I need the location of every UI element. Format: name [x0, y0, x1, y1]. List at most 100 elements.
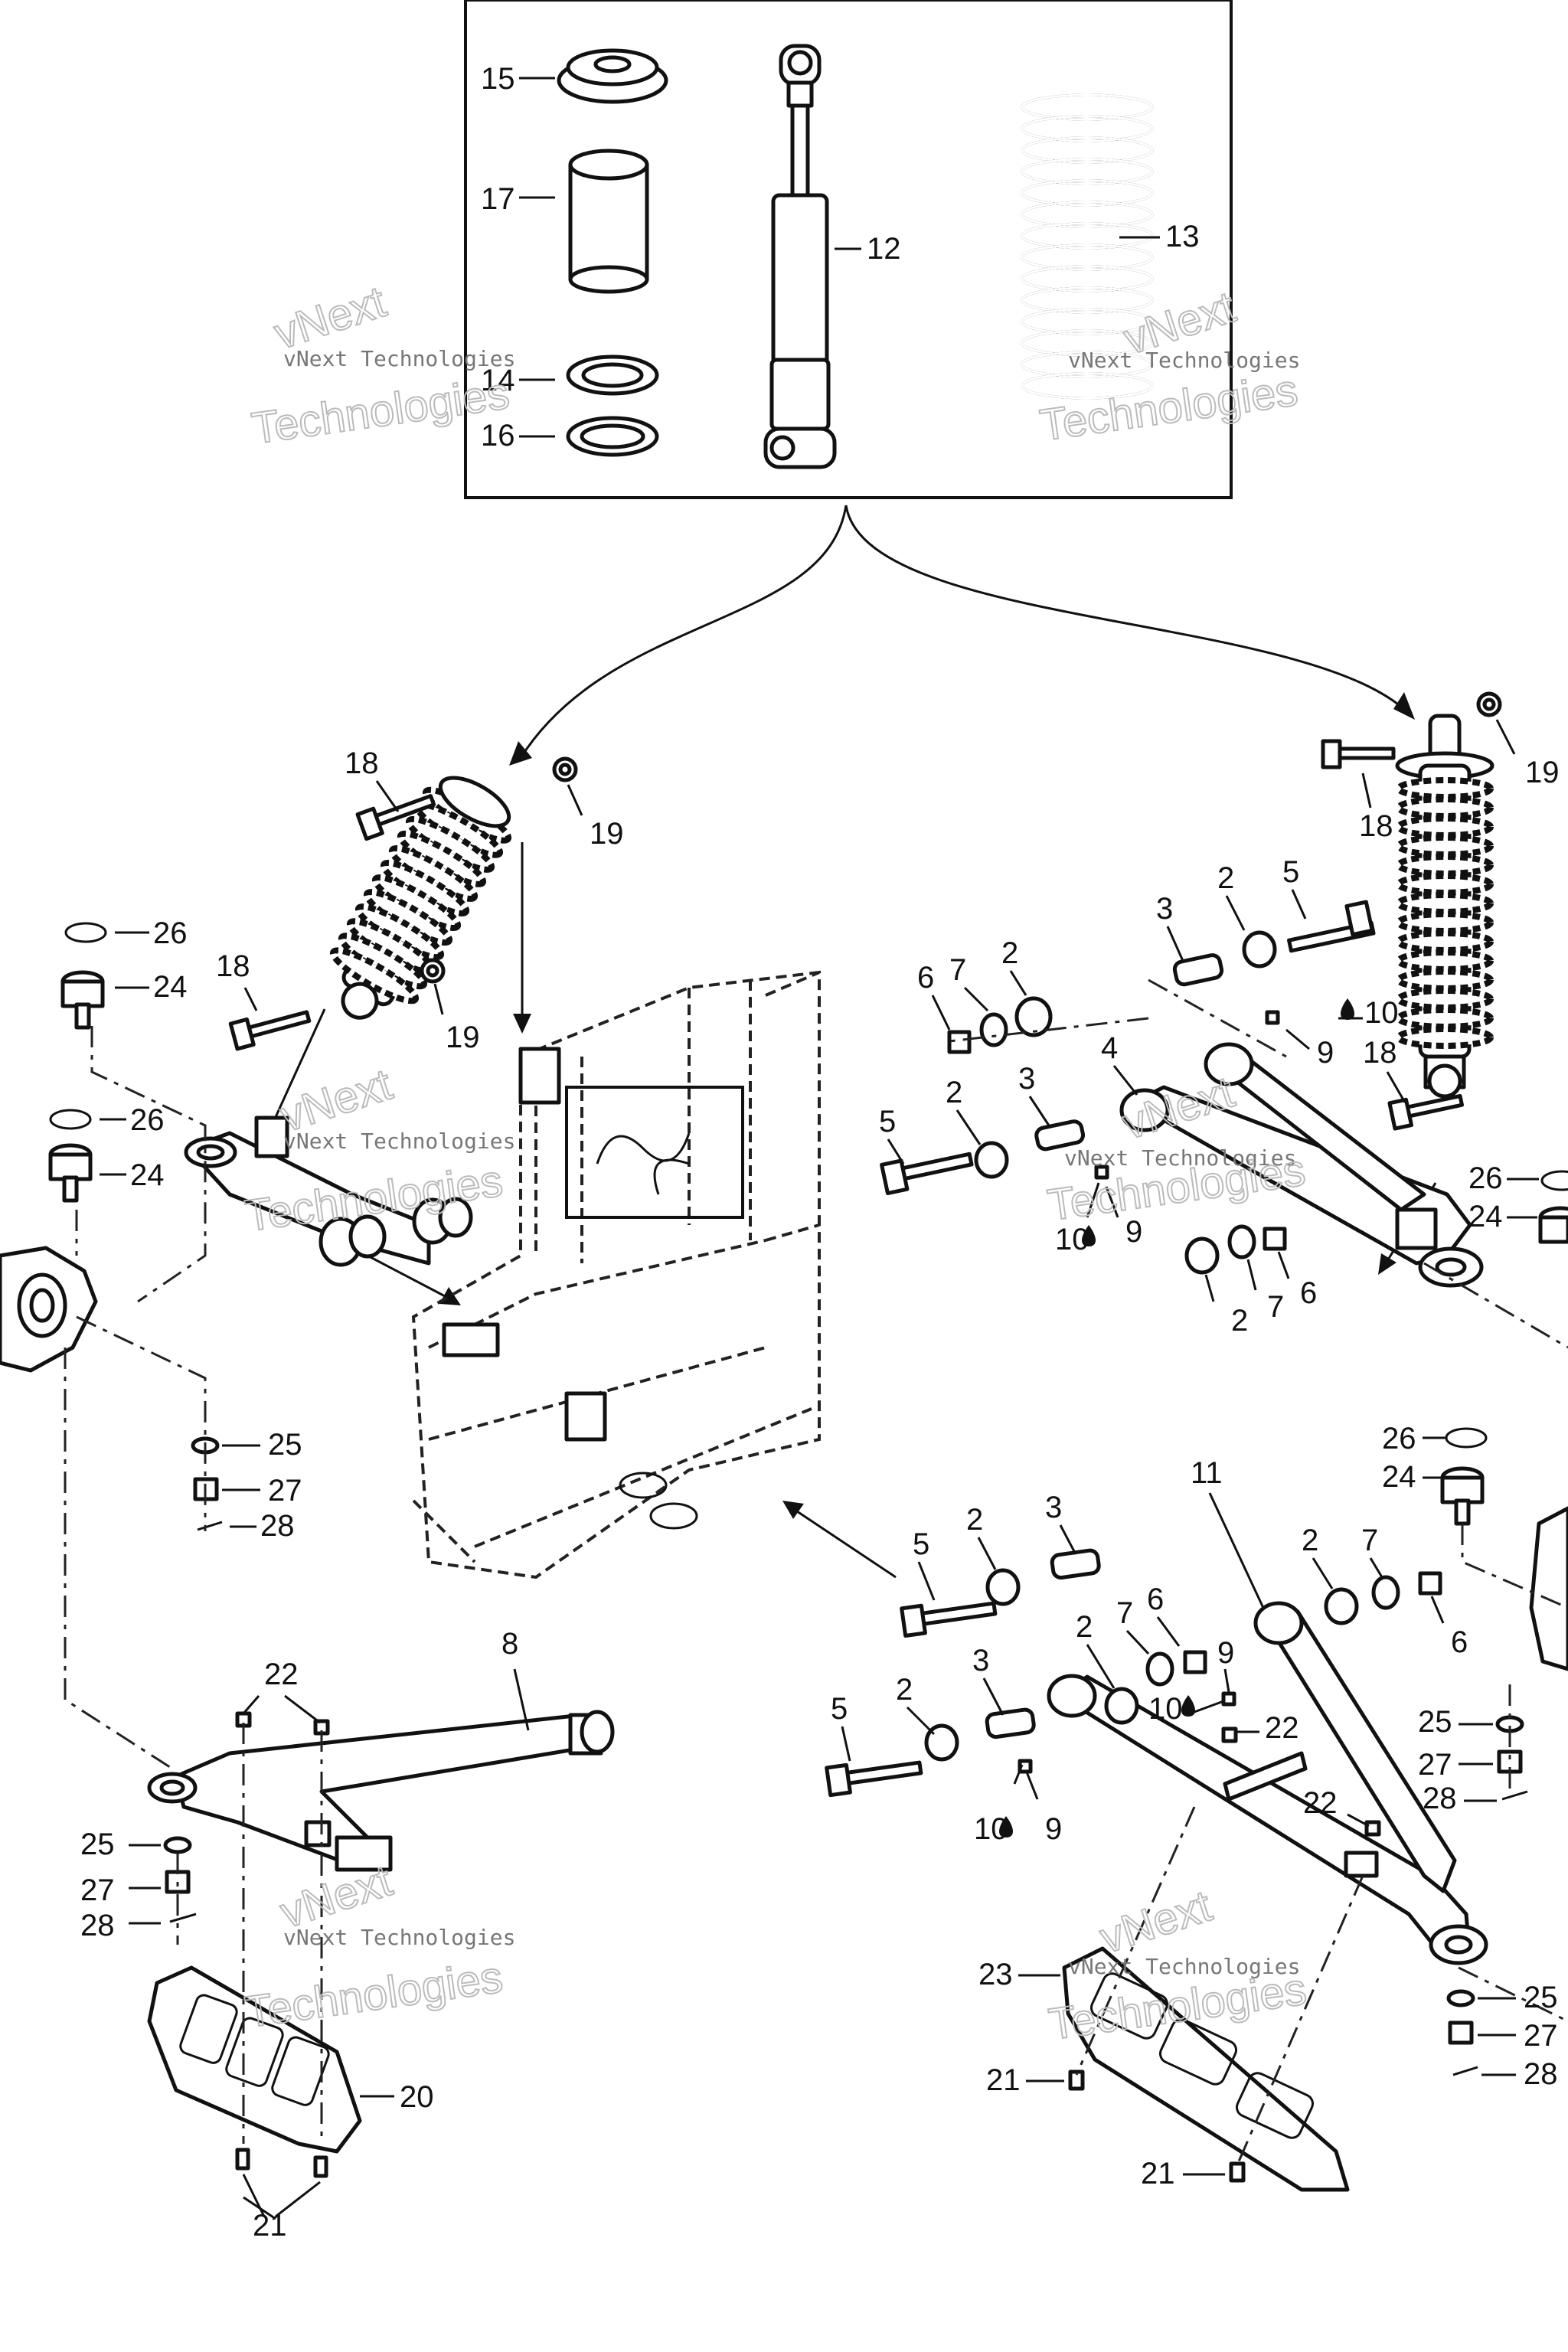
assembly-centerlines [64, 978, 1568, 2167]
shock-components-inset: 15 17 14 16 12 13 vNext Technologies vNe… [283, 0, 1300, 499]
callout-3: 3 [1045, 1491, 1062, 1524]
watermark: vNext Technologies vNext Technologies vN… [241, 276, 1310, 2050]
bolt-part [228, 1010, 312, 1051]
screw-part [235, 2148, 328, 2178]
callout-6: 6 [1300, 1276, 1317, 1310]
callout-4: 4 [1101, 1031, 1118, 1065]
callout-10: 10 [1148, 1692, 1183, 1726]
oil-drop-icon [999, 1816, 1013, 1838]
watermark: vNext Technologies vNext Technologies [283, 346, 1300, 373]
cotter-pin-part [197, 1521, 223, 1531]
callout-22: 22 [1303, 1786, 1338, 1820]
oil-drop-icon [1181, 1695, 1195, 1717]
callout-3: 3 [1018, 1062, 1035, 1096]
callout-28: 28 [1524, 2057, 1558, 2091]
callout-25: 25 [1418, 1705, 1452, 1739]
nut-part [1476, 691, 1502, 717]
svg-text:vNext Technologies: vNext Technologies [283, 1129, 515, 1154]
svg-text:vNext Technologies: vNext Technologies [283, 1925, 515, 1950]
callout-7: 7 [949, 953, 966, 987]
callout-27: 27 [268, 1474, 302, 1508]
svg-text:vNext Technologies: vNext Technologies [1068, 348, 1300, 373]
screw-part [1068, 2069, 1246, 2183]
callout-2: 2 [966, 1503, 983, 1537]
callout-24: 24 [1382, 1460, 1416, 1494]
washer-part [163, 1836, 192, 1854]
circlip-part [49, 922, 107, 1130]
callout-23: 23 [978, 1958, 1013, 1991]
callout-9: 9 [1217, 1636, 1234, 1670]
svg-text:vNext Technologies: vNext Technologies [1068, 1954, 1300, 1979]
callout-20: 20 [400, 2080, 434, 2114]
callout-2: 2 [946, 1076, 962, 1109]
callout-21: 21 [1141, 2157, 1175, 2190]
callout-12: 12 [867, 232, 901, 266]
ball-joint-part [48, 970, 105, 1203]
callout-2: 2 [1217, 861, 1234, 895]
callout-26: 26 [153, 916, 188, 950]
hex-bolt-part [235, 1711, 330, 1736]
nut-part [420, 958, 446, 984]
callout-18: 18 [216, 949, 250, 983]
sleeve-part [568, 149, 649, 294]
ball-joint-part [1440, 1466, 1485, 1526]
circlip-part [1540, 1170, 1568, 1191]
callout-24: 24 [153, 970, 188, 1004]
cotter-pin-part [1452, 1790, 1528, 2076]
right-upper-a-arm [1119, 1042, 1484, 1288]
svg-text:Technologies: Technologies [1037, 365, 1301, 450]
callout-2: 2 [1231, 1304, 1248, 1338]
washer-part [1446, 1715, 1524, 2007]
left-skid-plate [147, 1965, 362, 2154]
callout-28: 28 [260, 1509, 295, 1543]
callout-2: 2 [896, 1673, 913, 1707]
callout-26: 26 [1468, 1161, 1503, 1195]
oil-drop-icon [1082, 1225, 1096, 1246]
callout-2: 2 [1001, 936, 1018, 970]
left-lower-a-arm [147, 1710, 615, 1872]
bolt-part [1387, 1093, 1464, 1131]
callout-27: 27 [1418, 1748, 1452, 1782]
spring-seat-part [557, 48, 668, 104]
callout-2: 2 [1302, 1524, 1318, 1557]
left-upper-a-arm [184, 1116, 473, 1267]
svg-text:vNext Technologies: vNext Technologies [283, 346, 515, 371]
bearing-ring-part [566, 354, 659, 396]
callout-18: 18 [1359, 809, 1393, 843]
callout-24: 24 [130, 1158, 165, 1192]
callout-5: 5 [1282, 855, 1299, 889]
callout-17: 17 [481, 182, 515, 216]
callout-18: 18 [1363, 1036, 1397, 1070]
callout-18: 18 [345, 746, 379, 780]
callout-24: 24 [1468, 1200, 1503, 1233]
right-shock-assembly [1395, 714, 1494, 1099]
callout-25: 25 [1524, 1981, 1558, 2014]
svg-text:vNext Technologies: vNext Technologies [1064, 1145, 1296, 1171]
callout-7: 7 [1267, 1290, 1284, 1324]
nut-part [552, 756, 578, 782]
callout-22: 22 [1265, 1711, 1299, 1745]
ball-joint-part [1538, 1206, 1568, 1244]
callout-19: 19 [590, 817, 624, 851]
callout-5: 5 [831, 1692, 848, 1726]
callout-28: 28 [80, 1909, 115, 1942]
left-shock-assembly [329, 776, 512, 1020]
coil-spring-part [1021, 93, 1154, 400]
callout-6: 6 [1451, 1625, 1468, 1659]
callout-21: 21 [986, 2063, 1021, 2097]
callout-8: 8 [501, 1627, 518, 1661]
bolt-part [355, 794, 436, 841]
callout-7: 7 [1116, 1596, 1133, 1630]
callout-5: 5 [913, 1527, 929, 1561]
callout-19: 19 [446, 1021, 480, 1054]
callout-16: 16 [481, 419, 515, 452]
right-upper-hardware [880, 900, 1376, 1275]
callout-labels: 1819262418192624252728228252728202119182… [80, 719, 1560, 2243]
callout-6: 6 [917, 961, 934, 995]
callout-13: 13 [1165, 220, 1200, 253]
callout-2: 2 [1076, 1610, 1093, 1644]
callout-14: 14 [481, 364, 515, 397]
oil-drop-icon [1341, 998, 1354, 1020]
left-steering-knuckle [0, 1246, 98, 1373]
